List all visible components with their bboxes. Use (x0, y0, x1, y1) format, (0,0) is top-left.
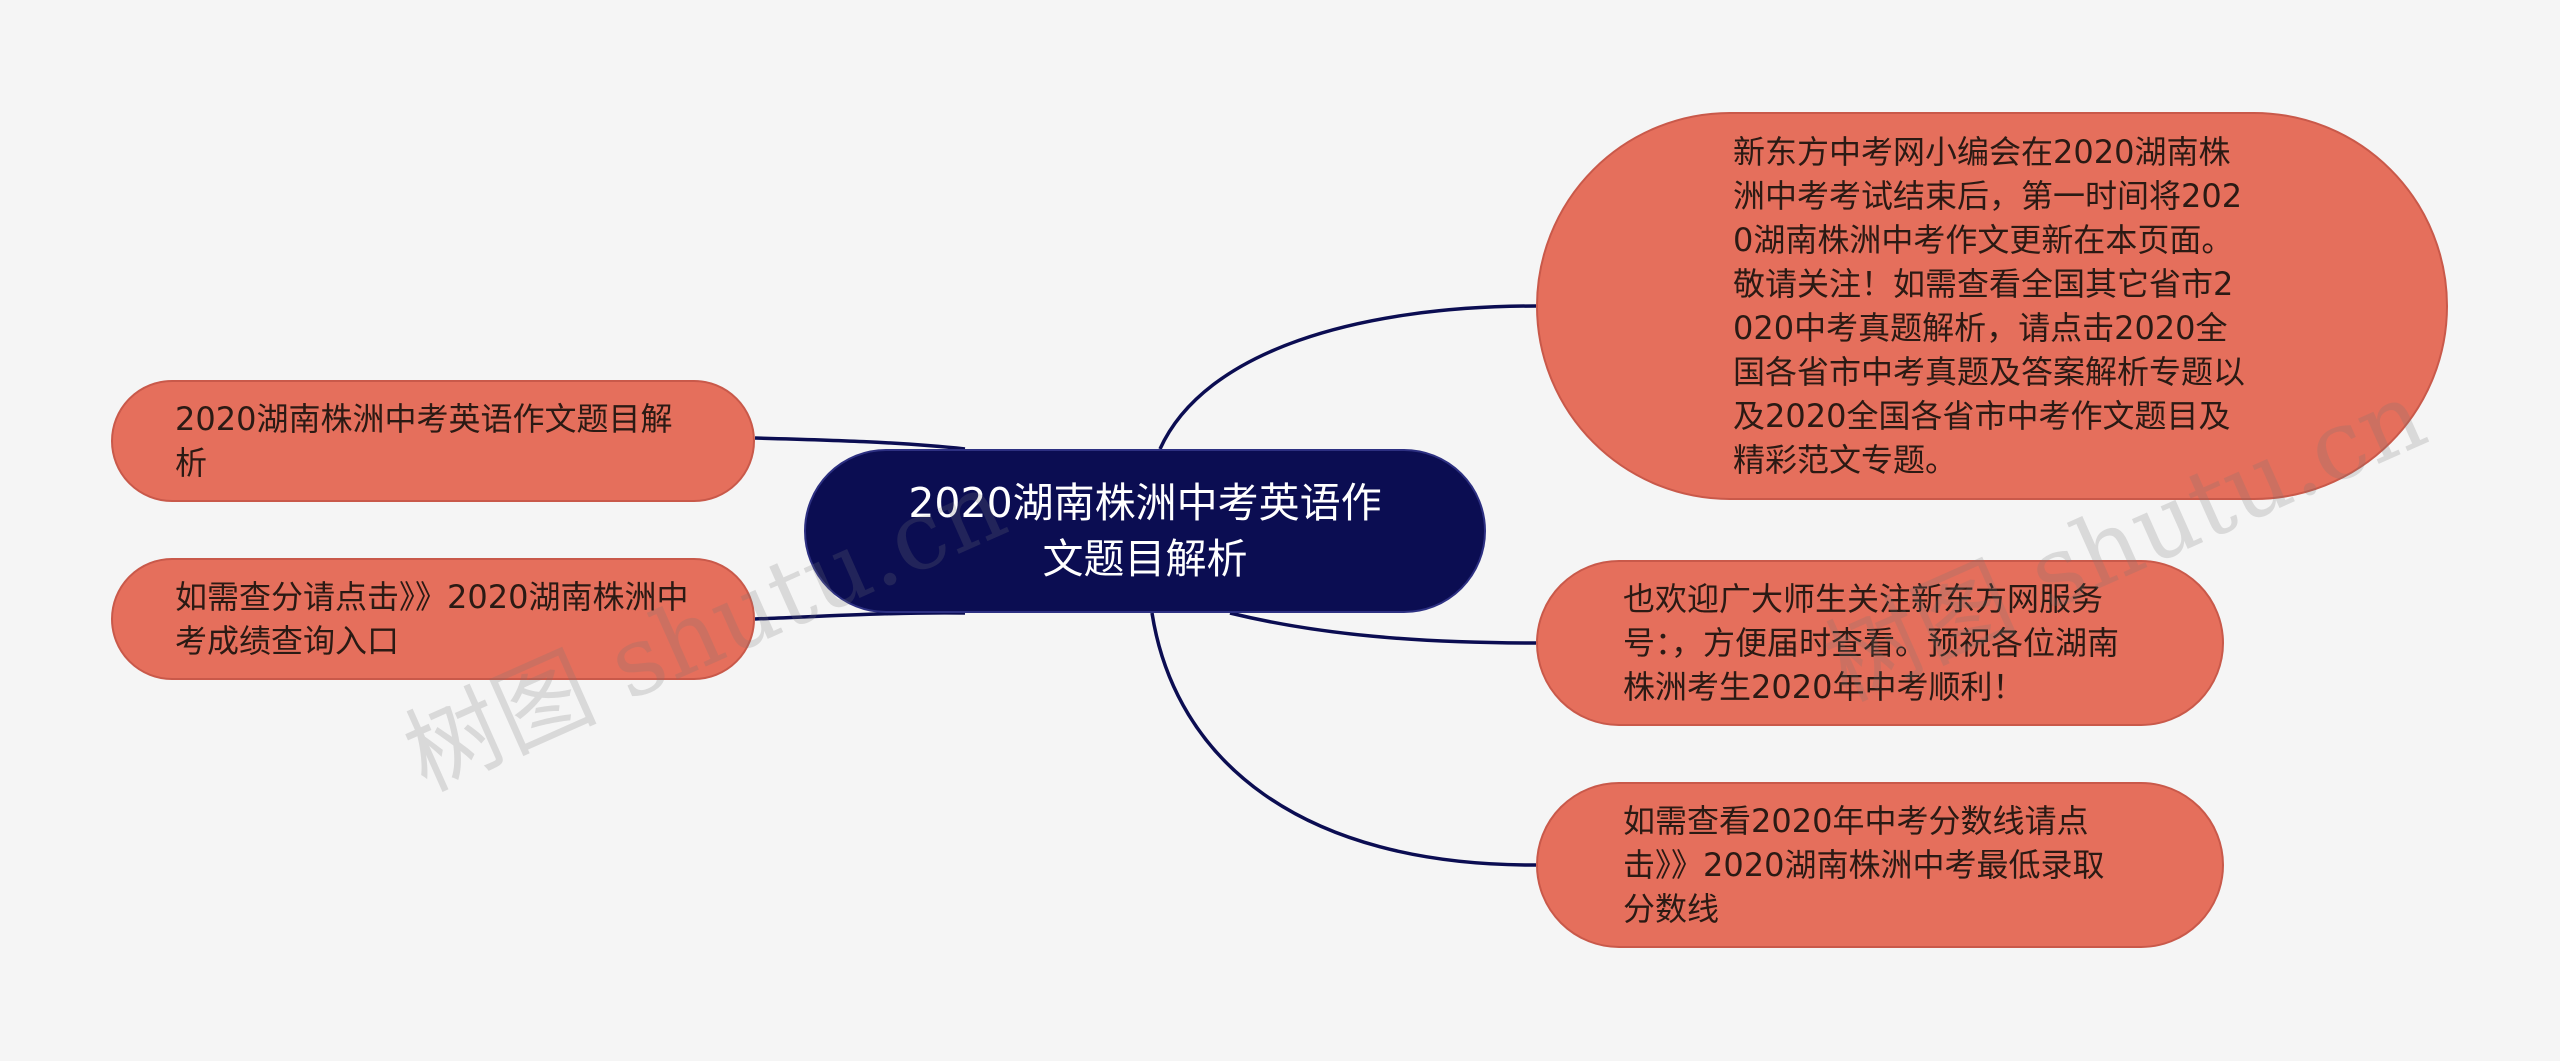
right-topic-text-1: 新东方中考网小编会在2020湖南株洲中考考试结束后，第一时间将2020湖南株洲中… (1733, 133, 2246, 479)
right-topic-text-3: 如需查看2020年中考分数线请点击》》2020湖南株洲中考最低录取分数线 (1623, 802, 2105, 928)
right-topic-text-2: 也欢迎广大师生关注新东方网服务号：，方便届时查看。预祝各位湖南株洲考生2020年… (1623, 580, 2120, 706)
left-topic-node-2[interactable]: 如需查分请点击》》2020湖南株洲中考成绩查询入口 (111, 558, 755, 680)
right-topic-node-2[interactable]: 也欢迎广大师生关注新东方网服务号：，方便届时查看。预祝各位湖南株洲考生2020年… (1536, 560, 2224, 726)
connector-center-to-left-2 (754, 611, 966, 621)
connector-center-to-right-1 (1158, 304, 1537, 450)
left-topic-text-2: 如需查分请点击》》2020湖南株洲中考成绩查询入口 (175, 578, 689, 660)
right-topic-node-3[interactable]: 如需查看2020年中考分数线请点击》》2020湖南株洲中考最低录取分数线 (1536, 782, 2224, 948)
central-topic-node[interactable]: 2020湖南株洲中考英语作 文题目解析 (804, 449, 1486, 613)
connector-center-to-right-3 (1150, 612, 1537, 867)
connector-center-to-left-1 (754, 436, 966, 451)
left-topic-node-1[interactable]: 2020湖南株洲中考英语作文题目解析 (111, 380, 755, 502)
right-topic-node-1[interactable]: 新东方中考网小编会在2020湖南株洲中考考试结束后，第一时间将2020湖南株洲中… (1536, 112, 2448, 500)
left-topic-text-1: 2020湖南株洲中考英语作文题目解析 (175, 400, 673, 482)
connector-center-to-right-2 (1229, 611, 1537, 645)
central-topic-line-1: 2020湖南株洲中考英语作 (908, 479, 1382, 527)
central-topic-line-2: 文题目解析 (1042, 535, 1248, 583)
